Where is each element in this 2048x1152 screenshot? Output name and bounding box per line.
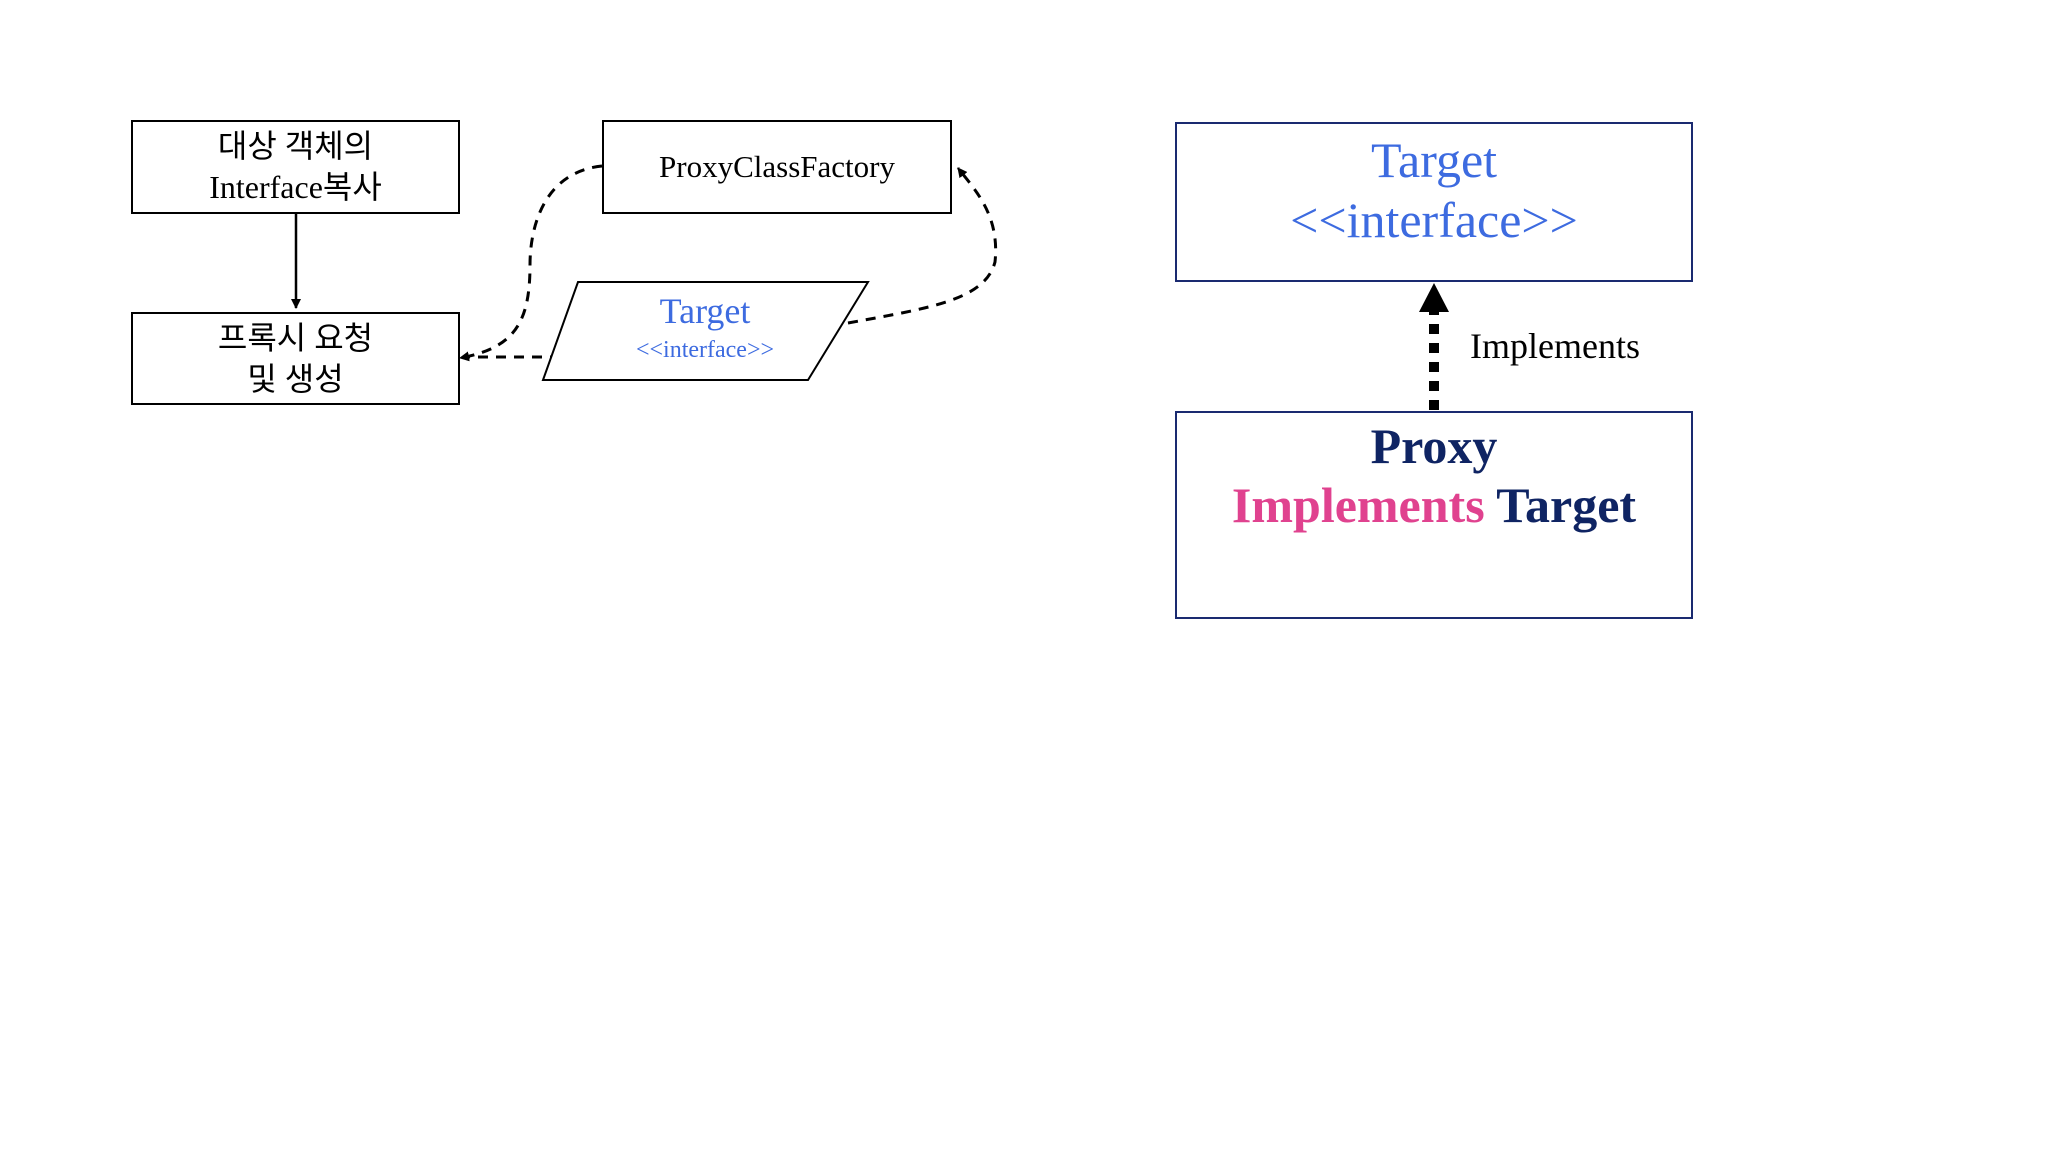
target-interface-box: Target <<interface>> (1175, 122, 1693, 282)
target-interface-parallelogram (541, 281, 870, 381)
proxy-request-box: 프록시 요청 및 생성 (131, 312, 460, 405)
target-to-factory-dashed-curve (847, 167, 998, 325)
proxy-class-factory-label: ProxyClassFactory (659, 149, 895, 184)
proxy-class-factory-box: ProxyClassFactory (602, 120, 952, 214)
proxy-request-line2: 및 생성 (247, 360, 344, 397)
proxy-implements-target: Target (1496, 477, 1637, 533)
proxy-title: Proxy (1370, 418, 1498, 474)
proxy-box: Proxy Implements Target (1175, 411, 1693, 619)
target-interface-title: Target (1370, 132, 1498, 188)
implements-arrowhead (1419, 283, 1449, 312)
proxy-request-line1: 프록시 요청 (217, 319, 374, 356)
factory-to-request-dashed-curve (459, 164, 603, 362)
proxy-implements-keyword: Implements (1231, 477, 1485, 533)
implements-relation-label: Implements (1470, 326, 1640, 366)
proxy-implements-line: Implements Target (1177, 475, 1691, 535)
target-interface-stereotype: <<interface>> (1290, 192, 1578, 248)
copy-interface-line1: 대상 객체의 (217, 128, 374, 164)
target-shape-stereotype: <<interface>> (635, 337, 775, 363)
target-shape-title: Target (659, 291, 751, 331)
copy-interface-box: 대상 객체의 Interface복사 (131, 120, 460, 214)
copy-interface-line2: Interface복사 (209, 169, 382, 205)
